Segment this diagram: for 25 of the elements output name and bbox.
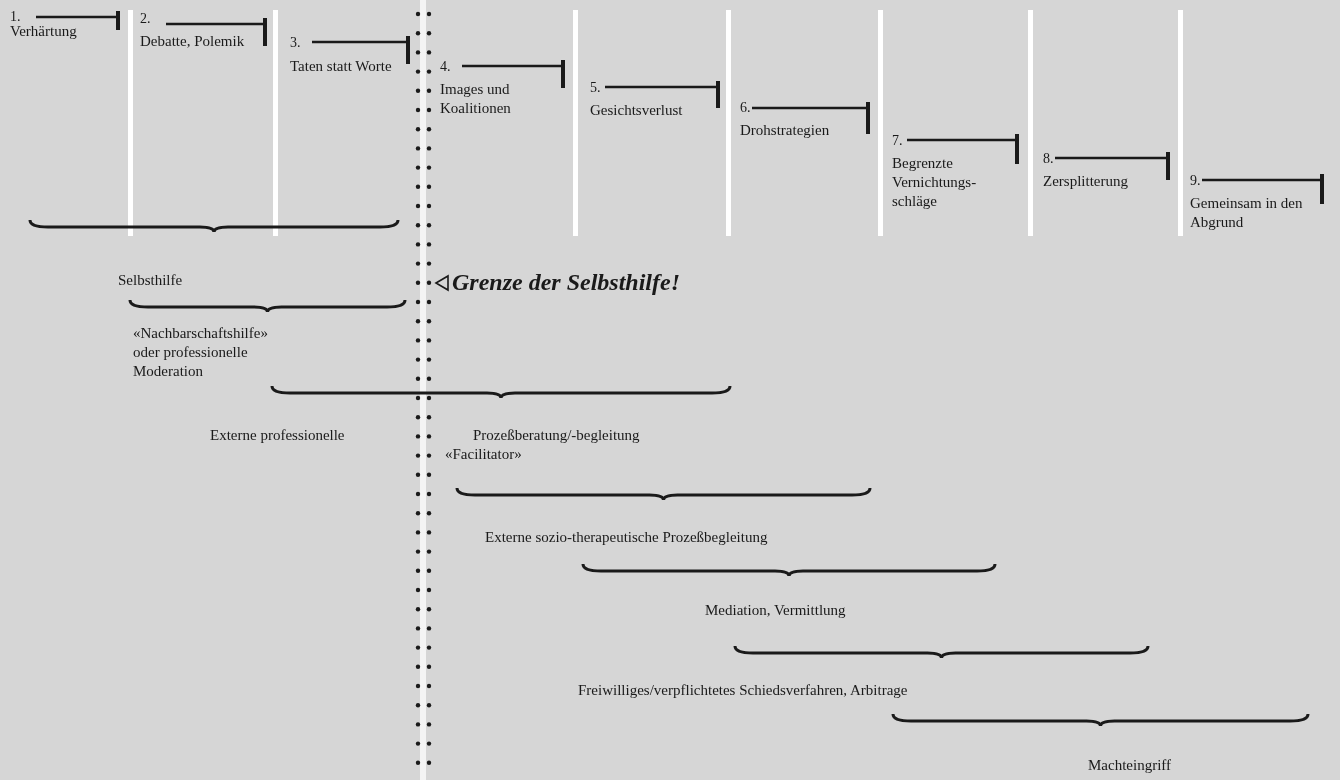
- step-number: 3.: [290, 34, 302, 52]
- step-name: Gesichtsverlust: [590, 101, 684, 120]
- step-name: Images und Koalitionen: [440, 80, 512, 118]
- group-label: Machteingriff: [1088, 756, 1173, 775]
- group-label: Selbsthilfe: [118, 271, 184, 290]
- step-name: Taten statt Worte: [290, 57, 393, 76]
- step-name: Zersplitterung: [1043, 172, 1129, 191]
- step-number: 7.: [892, 132, 904, 150]
- step-number: 9.: [1190, 172, 1202, 190]
- step-name: Gemeinsam in den Abgrund: [1190, 194, 1304, 232]
- step-number: 6.: [740, 99, 752, 117]
- boundary-note: Grenze der Selbsthilfe!: [452, 268, 680, 296]
- step-name: Debatte, Polemik: [140, 32, 246, 51]
- step-number: 8.: [1043, 150, 1055, 168]
- group-label: Prozeßberatung/-begleitung «Facilitator»: [445, 426, 641, 464]
- step-name: Drohstrategien: [740, 121, 831, 140]
- group-label: Externe sozio-therapeutische Prozeßbegleitung: [485, 528, 769, 547]
- group-label: Freiwilliges/verpflichtetes Schiedsverfahren, Arbitrage: [578, 681, 909, 700]
- group-label: Externe professionelle: [210, 426, 346, 445]
- group-label: Mediation, Vermittlung: [705, 601, 847, 620]
- step-number: 5.: [590, 79, 602, 97]
- step-number: 2.: [140, 10, 152, 28]
- group-label: «Nachbarschaftshilfe» oder professionelle Moderation: [133, 324, 269, 381]
- step-number: 4.: [440, 58, 452, 76]
- step-name: Begrenzte Vernichtungs- schläge: [892, 154, 978, 211]
